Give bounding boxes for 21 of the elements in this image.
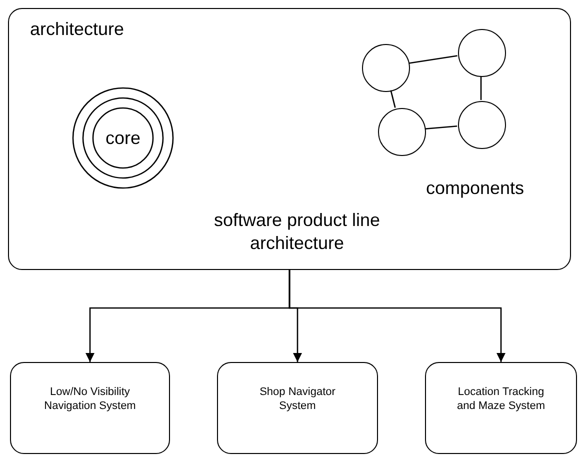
node-label: Location Tracking and Maze System: [456, 385, 546, 413]
system-box: [425, 362, 577, 454]
node-label: Low/No Visibility Navigation System: [43, 385, 137, 413]
connector-line: [390, 90, 396, 108]
connector-line: [408, 55, 458, 64]
group-label: components: [426, 178, 524, 199]
architecture-panel: [8, 8, 571, 270]
component-circle: [362, 44, 410, 92]
node-label: core: [104, 127, 142, 149]
panel-title: software product line architecture: [212, 209, 382, 255]
concentric-circles: [72, 87, 174, 189]
node-label: Shop Navigator System: [258, 385, 336, 413]
connector-line: [480, 76, 482, 100]
component-circle: [378, 108, 426, 156]
component-circle: [458, 101, 506, 149]
component-circle: [458, 29, 506, 77]
connector-line: [424, 125, 458, 130]
arrow: [288, 270, 506, 362]
node-caption: architecture: [30, 19, 124, 40]
system-box: [10, 362, 170, 454]
system-box: [217, 362, 378, 454]
